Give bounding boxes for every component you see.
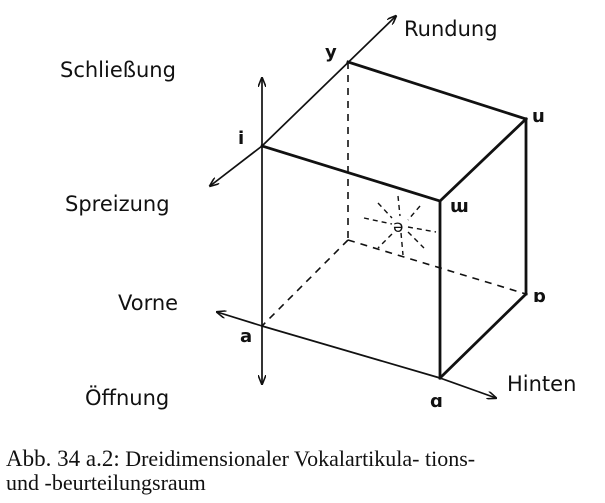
figure-caption: Abb. 34 a.2: Dreidimensionaler Vokalarti… xyxy=(6,447,601,495)
rundung-axis-arrow-up xyxy=(261,16,396,147)
axis-arrows xyxy=(210,16,496,398)
caption-line-2: und -beurteilungsraum xyxy=(6,470,206,495)
vowel-space-cube-diagram: Schließung Spreizung Vorne Öffnung Rundu… xyxy=(60,0,576,412)
label-rundung: Rundung xyxy=(404,17,498,41)
edge-top-front xyxy=(260,144,442,203)
edge-bottom-front xyxy=(261,325,441,379)
caption-line-1: Abb. 34 a.2: Dreidimensionaler Vokalarti… xyxy=(6,447,601,471)
schwa-crosshair xyxy=(363,195,437,256)
vowel-schwa: ə xyxy=(393,217,403,237)
vowel-unrounded-high-back: ɯ xyxy=(450,196,469,217)
cube-solid-edges xyxy=(260,60,528,380)
label-hinten: Hinten xyxy=(507,372,576,396)
vowel-u: u xyxy=(532,106,545,127)
vowel-y: y xyxy=(325,42,337,63)
hidden-edges xyxy=(261,62,527,327)
hinten-axis-arrow xyxy=(439,377,496,398)
vowel-open-back: ɑ xyxy=(430,391,443,412)
edge-top-back xyxy=(346,60,528,121)
hidden-edge-back-bottom xyxy=(347,239,527,295)
rundung-axis-arrow-down xyxy=(210,145,263,186)
edge-bottom-right xyxy=(438,292,528,380)
label-spreizung: Spreizung xyxy=(65,192,170,216)
cube-thin-edges xyxy=(261,146,441,379)
vowel-a: a xyxy=(240,326,252,347)
caption-prefix: Abb. 34 a.2: xyxy=(6,446,120,471)
hidden-edge-left-bottom xyxy=(261,239,349,327)
vowel-i: i xyxy=(238,128,244,149)
label-oeffnung: Öffnung xyxy=(85,385,169,410)
edge-top-right xyxy=(438,117,528,203)
label-schliessung: Schließung xyxy=(60,58,176,82)
label-vorne: Vorne xyxy=(118,291,178,315)
vowel-open-back-rounded: ɒ xyxy=(533,286,546,307)
caption-line-1-text: Dreidimensionaler Vokalartikula- tions- xyxy=(125,446,476,471)
vorne-axis-arrow xyxy=(217,312,263,327)
